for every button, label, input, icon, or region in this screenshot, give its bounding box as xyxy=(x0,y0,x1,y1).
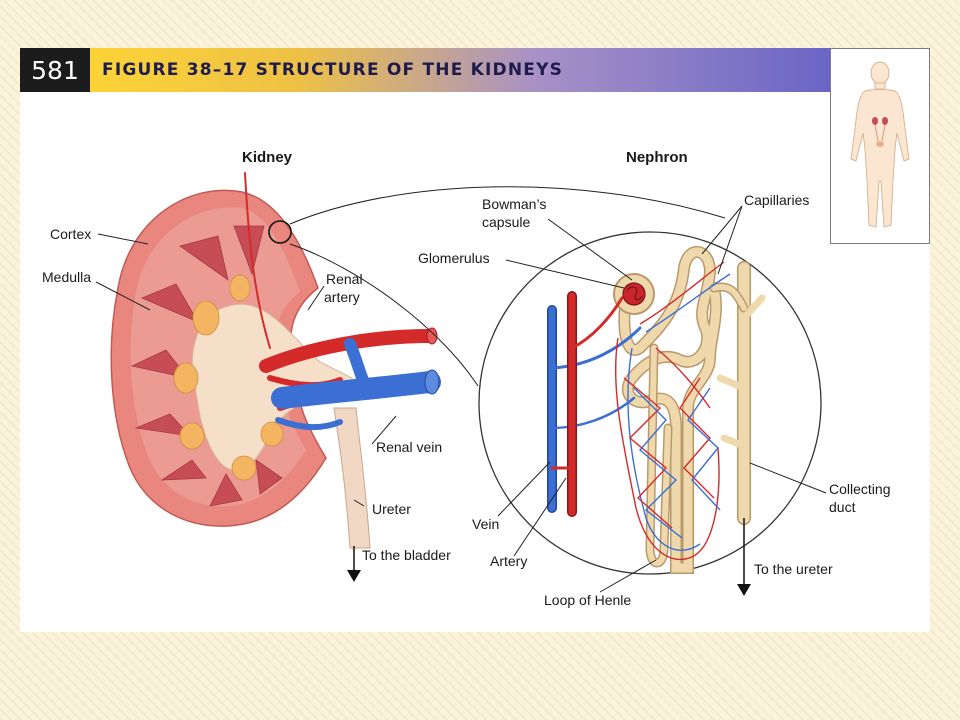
figure-title-bar: FIGURE 38–17 STRUCTURE OF THE KIDNEYS xyxy=(90,48,830,92)
glomerulus-label: Glomerulus xyxy=(418,250,490,266)
human-body-outline-icon xyxy=(850,61,910,228)
capillary-network xyxy=(614,261,731,561)
leader-lines xyxy=(95,205,827,593)
loop-of-henle-label: Loop of Henle xyxy=(544,592,631,608)
nephron-artery xyxy=(550,291,624,517)
renal-artery-label-line2: artery xyxy=(324,289,360,305)
figure-title: FIGURE 38–17 STRUCTURE OF THE KIDNEYS xyxy=(102,60,564,80)
kidney-labels: Kidney Cortex Medulla Renal artery Renal… xyxy=(42,149,451,563)
renal-vein-label: Renal vein xyxy=(376,439,442,455)
to-ureter-label: To the ureter xyxy=(754,561,833,577)
ureter-label: Ureter xyxy=(372,501,411,517)
zoom-marker-circle xyxy=(268,220,292,244)
medulla-label: Medulla xyxy=(42,269,91,285)
kidney-title: Kidney xyxy=(242,149,293,166)
medullary-pyramids xyxy=(130,225,283,507)
kidney-structure-diagram: Kidney Cortex Medulla Renal artery Renal… xyxy=(42,149,890,608)
nephron-labels: Nephron Bowman’s capsule Glomerulus Capi… xyxy=(418,149,890,608)
collecting-duct-label-line1: Collecting xyxy=(829,481,890,497)
renal-vein xyxy=(271,338,441,431)
ureter-tube xyxy=(333,407,371,549)
artery-label: Artery xyxy=(490,553,527,569)
calyces xyxy=(173,274,284,481)
body-locator-inset xyxy=(830,48,930,244)
figure-panel: Kidney Cortex Medulla Renal artery Renal… xyxy=(20,48,930,632)
vein-label: Vein xyxy=(472,516,499,532)
to-bladder-label: To the bladder xyxy=(362,547,451,563)
kidney-illustration xyxy=(110,172,726,582)
capillaries-label: Capillaries xyxy=(744,192,809,208)
nephron-illustration xyxy=(478,231,822,596)
bowmans-capsule-label-line1: Bowman’s xyxy=(482,196,546,212)
nephron-tubule xyxy=(618,245,766,574)
cortex-label: Cortex xyxy=(50,226,91,242)
nephron-vein xyxy=(547,305,642,513)
page-number: 581 xyxy=(20,48,90,92)
renal-artery-label-line1: Renal xyxy=(326,271,363,287)
nephron-title: Nephron xyxy=(626,149,688,166)
bowmans-capsule-label-line2: capsule xyxy=(482,214,530,230)
glomerulus xyxy=(622,282,646,306)
collecting-duct-label-line2: duct xyxy=(829,499,856,515)
